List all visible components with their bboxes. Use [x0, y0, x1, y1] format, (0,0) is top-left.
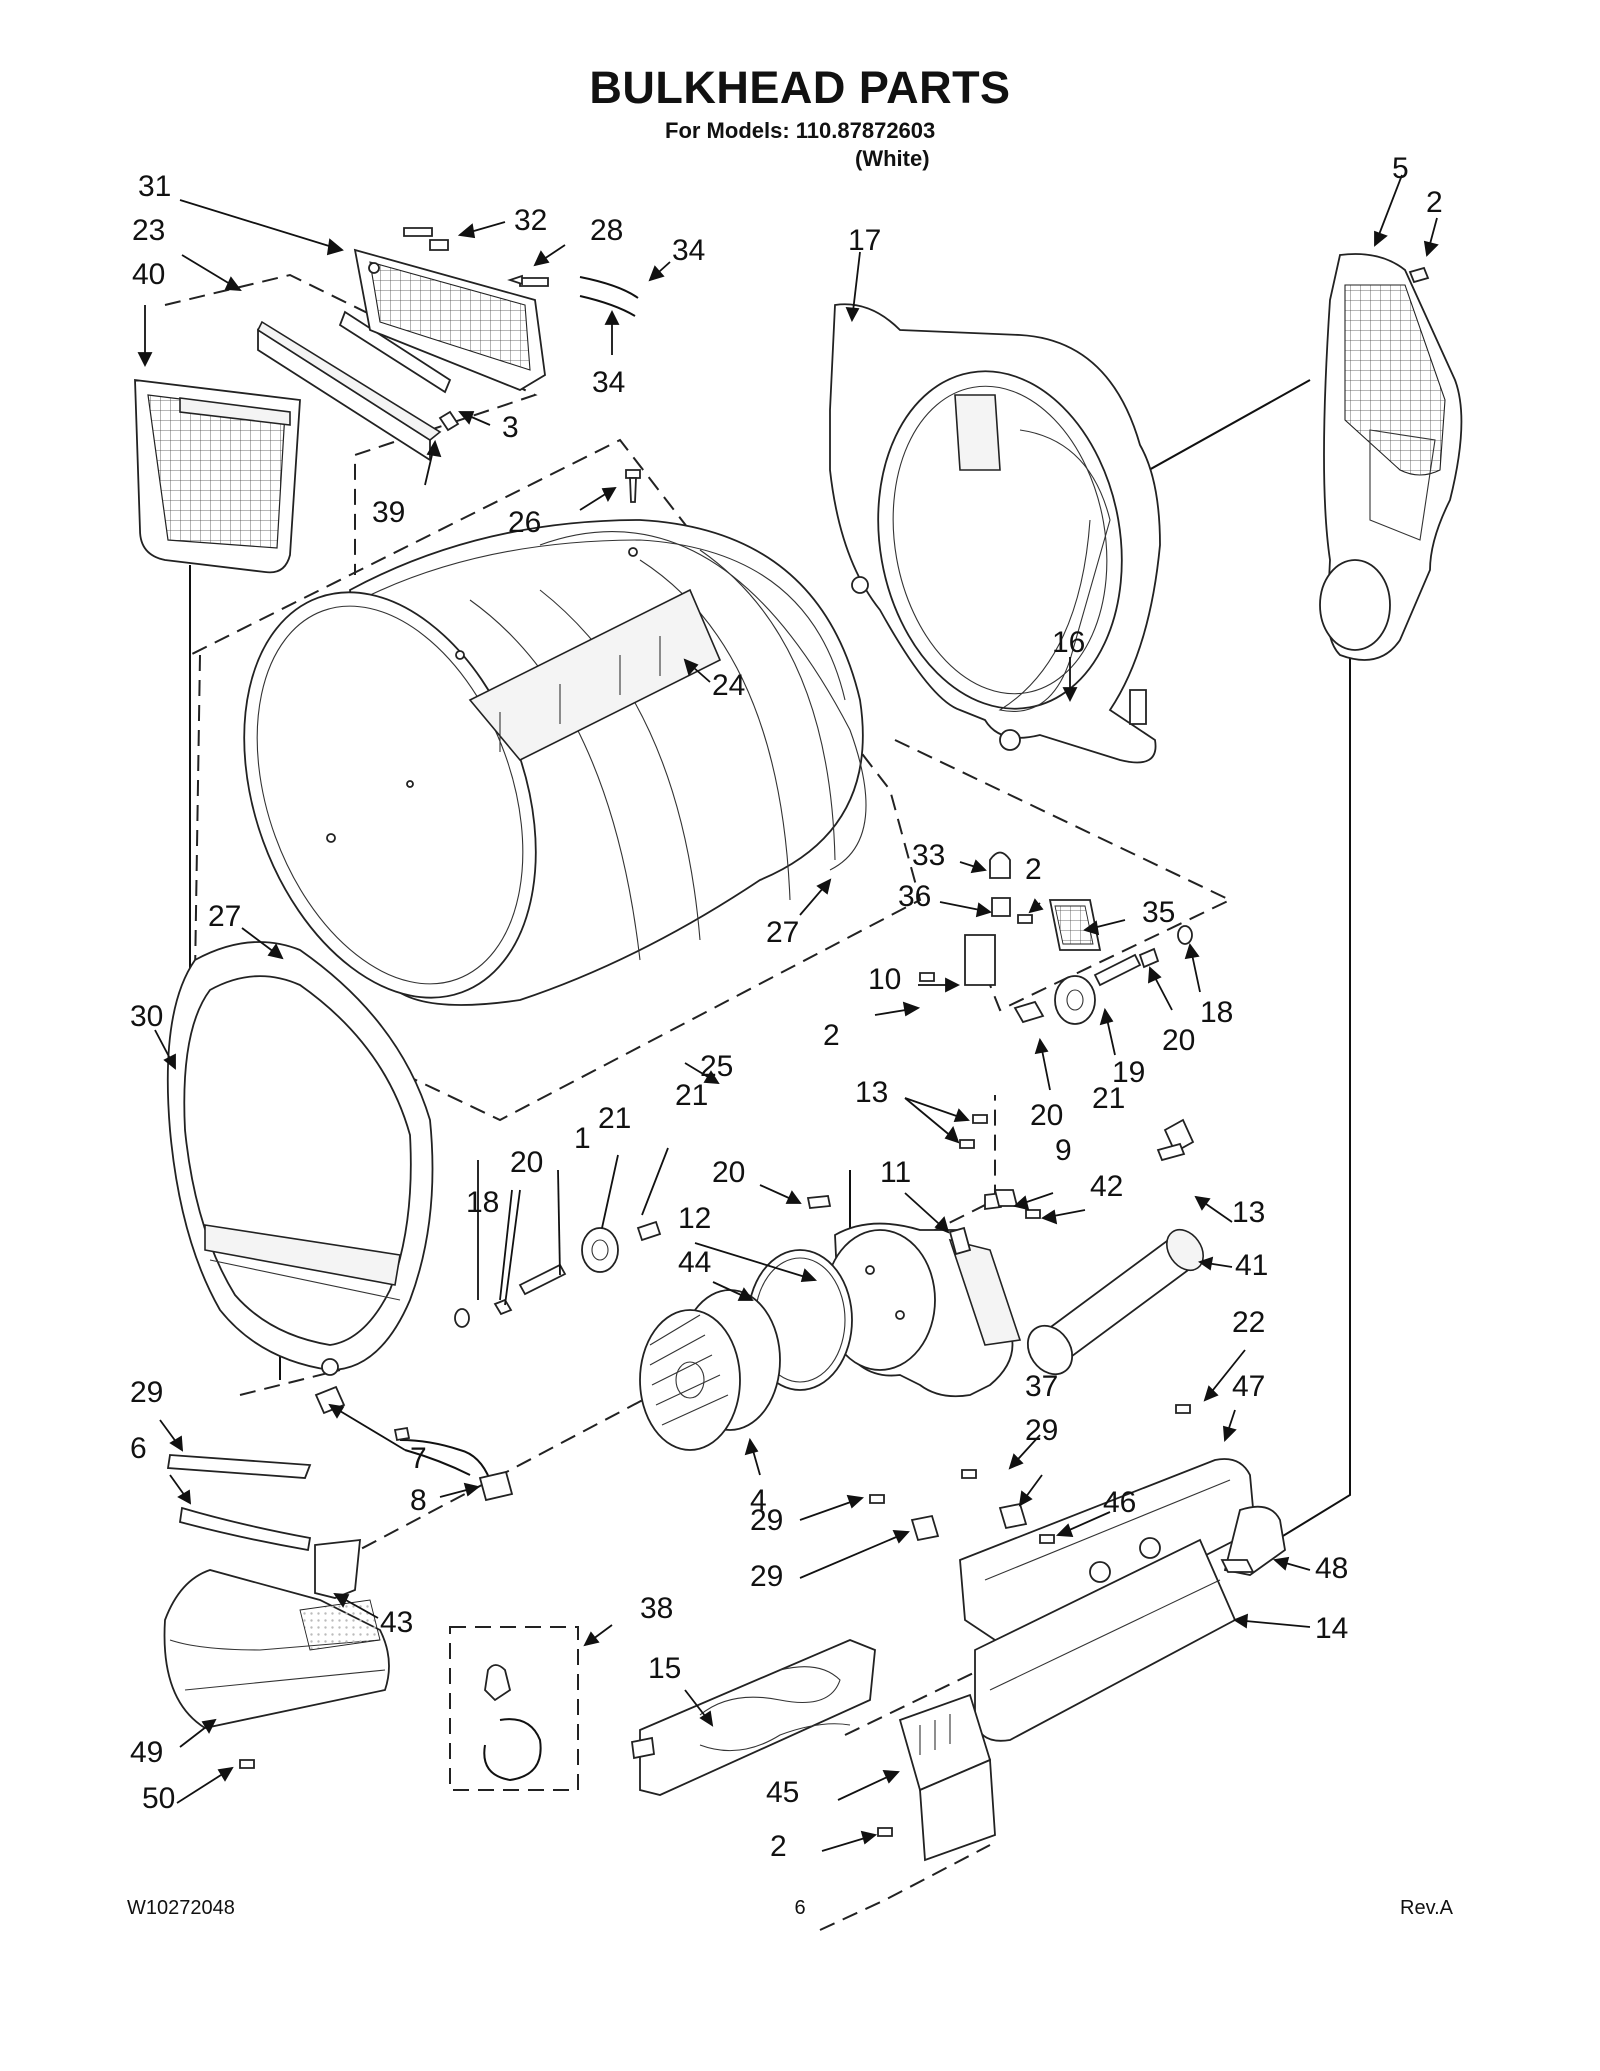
callout-24: 24 — [712, 669, 745, 702]
callout-20-mid: 21 — [675, 1079, 708, 1112]
callout-29-top: 22 — [1232, 1306, 1265, 1339]
callout-20-right: 20 — [1162, 1024, 1195, 1057]
part-clips — [403, 227, 639, 317]
callout-8: 7 — [410, 1442, 427, 1475]
callout-17: 17 — [848, 224, 881, 257]
callout-37: 4 — [750, 1484, 767, 1517]
part-exhaust-tube — [1026, 1228, 1204, 1376]
part-heating-element — [483, 1639, 876, 1796]
part-drum — [243, 519, 867, 1006]
callout-34b: 34 — [592, 366, 625, 399]
part-harness — [314, 1385, 514, 1502]
callout-9: 11 — [880, 1156, 911, 1189]
callout-46: 47 — [1232, 1370, 1265, 1403]
callout-21-left: 21 — [598, 1102, 631, 1135]
callout-12: 13 — [1232, 1196, 1265, 1229]
part-front-bulkhead — [166, 941, 434, 1376]
callout-19: 19 — [1112, 1056, 1145, 1089]
callout-34: 34 — [672, 234, 705, 267]
callout-1: 1 — [574, 1122, 591, 1155]
callout-3: 3 — [502, 411, 519, 444]
part-rear-duct-cover — [1319, 253, 1463, 661]
callout-20-left: 20 — [510, 1146, 543, 1179]
callout-33: 33 — [912, 839, 945, 872]
callout-42: 9 — [1055, 1134, 1072, 1167]
part-bearing-kit-right — [1013, 925, 1193, 1025]
part-thermal-fuses — [869, 1404, 1191, 1544]
callout-48: 29 — [750, 1560, 783, 1593]
callout-2-left: 2 — [823, 1019, 840, 1052]
callout-18-left: 18 — [466, 1186, 499, 1219]
callout-10: 10 — [868, 963, 901, 996]
part-blower-housing — [824, 1222, 1022, 1398]
callout-13-lower: 42 — [1090, 1170, 1123, 1203]
page-title: BULKHEAD PARTS — [589, 62, 1011, 113]
callout-4: 8 — [410, 1484, 427, 1517]
callout-5: 5 — [1392, 152, 1409, 185]
callout-43: 48 — [1315, 1552, 1348, 1585]
part-screw-26 — [625, 469, 641, 503]
callout-32: 32 — [514, 204, 547, 237]
callout-28: 28 — [590, 214, 623, 247]
callout-44: 12 — [678, 1202, 711, 1235]
callout-arrows — [137, 174, 1439, 1852]
callout-2-mid: 2 — [1025, 853, 1042, 886]
callout-40: 40 — [132, 258, 165, 291]
callout-45: 49 — [130, 1736, 163, 1769]
callout-22: 41 — [1235, 1249, 1268, 1282]
callout-27-left: 27 — [208, 900, 241, 933]
callout-13-upper: 13 — [855, 1076, 888, 1109]
callout-20-lower: 20 — [1030, 1099, 1063, 1132]
part-screws-top — [429, 239, 1430, 284]
color-line: (White) — [855, 146, 930, 171]
part-front-duct — [163, 1454, 390, 1769]
callout-labels: 31 23 40 32 28 34 34 3 39 26 24 17 16 5 … — [130, 152, 1443, 1863]
callout-23: 23 — [132, 214, 165, 247]
callout-35: 35 — [1142, 896, 1175, 929]
part-lint-screen — [134, 378, 301, 574]
callout-14: 15 — [648, 1652, 681, 1685]
part-bearing-kit-left — [454, 1220, 662, 1328]
part-heater-duct — [959, 1458, 1286, 1742]
callout-2-bottom: 50 — [142, 1782, 175, 1815]
revision: Rev.A — [1400, 1897, 1453, 1919]
callout-29-mid: 37 — [1025, 1370, 1058, 1403]
callout-39: 39 — [372, 496, 405, 529]
doc-number: W10272048 — [127, 1897, 235, 1919]
callout-21-right: 21 — [1092, 1082, 1125, 1115]
part-clip-12 — [1156, 1118, 1195, 1162]
part-heater-bracket — [877, 1693, 996, 1862]
callout-47: 29 — [1025, 1414, 1058, 1447]
callout-50: 45 — [766, 1776, 799, 1809]
callout-29-left: 29 — [750, 1504, 783, 1537]
models-line: For Models: 110.87872603 — [665, 118, 936, 143]
callout-2-top: 2 — [1426, 186, 1443, 219]
callout-26: 26 — [508, 506, 541, 539]
callout-11-lower: 2 — [770, 1830, 787, 1863]
callout-16: 16 — [1052, 626, 1085, 659]
callout-49: 14 — [1315, 1612, 1348, 1645]
callout-27-right: 27 — [766, 916, 799, 949]
part-thermostat-assembly — [919, 851, 1102, 986]
callout-41: 44 — [678, 1246, 711, 1279]
callout-31: 31 — [138, 170, 171, 203]
callout-11-upper: 20 — [712, 1156, 745, 1189]
page-number: 6 — [794, 1897, 806, 1919]
callout-29-right: 46 — [1103, 1486, 1136, 1519]
part-rear-bulkhead — [829, 303, 1161, 764]
callout-25: 25 — [700, 1050, 733, 1083]
callout-38: 43 — [380, 1606, 413, 1639]
callout-7: 6 — [130, 1432, 147, 1465]
callout-15: 38 — [640, 1592, 673, 1625]
part-lint-housing-top — [256, 248, 546, 462]
callout-30: 30 — [130, 1000, 163, 1033]
callout-36: 36 — [898, 880, 931, 913]
callout-6: 29 — [130, 1376, 163, 1409]
callout-18-right: 18 — [1200, 996, 1233, 1029]
part-blower-wheel — [639, 1289, 781, 1451]
